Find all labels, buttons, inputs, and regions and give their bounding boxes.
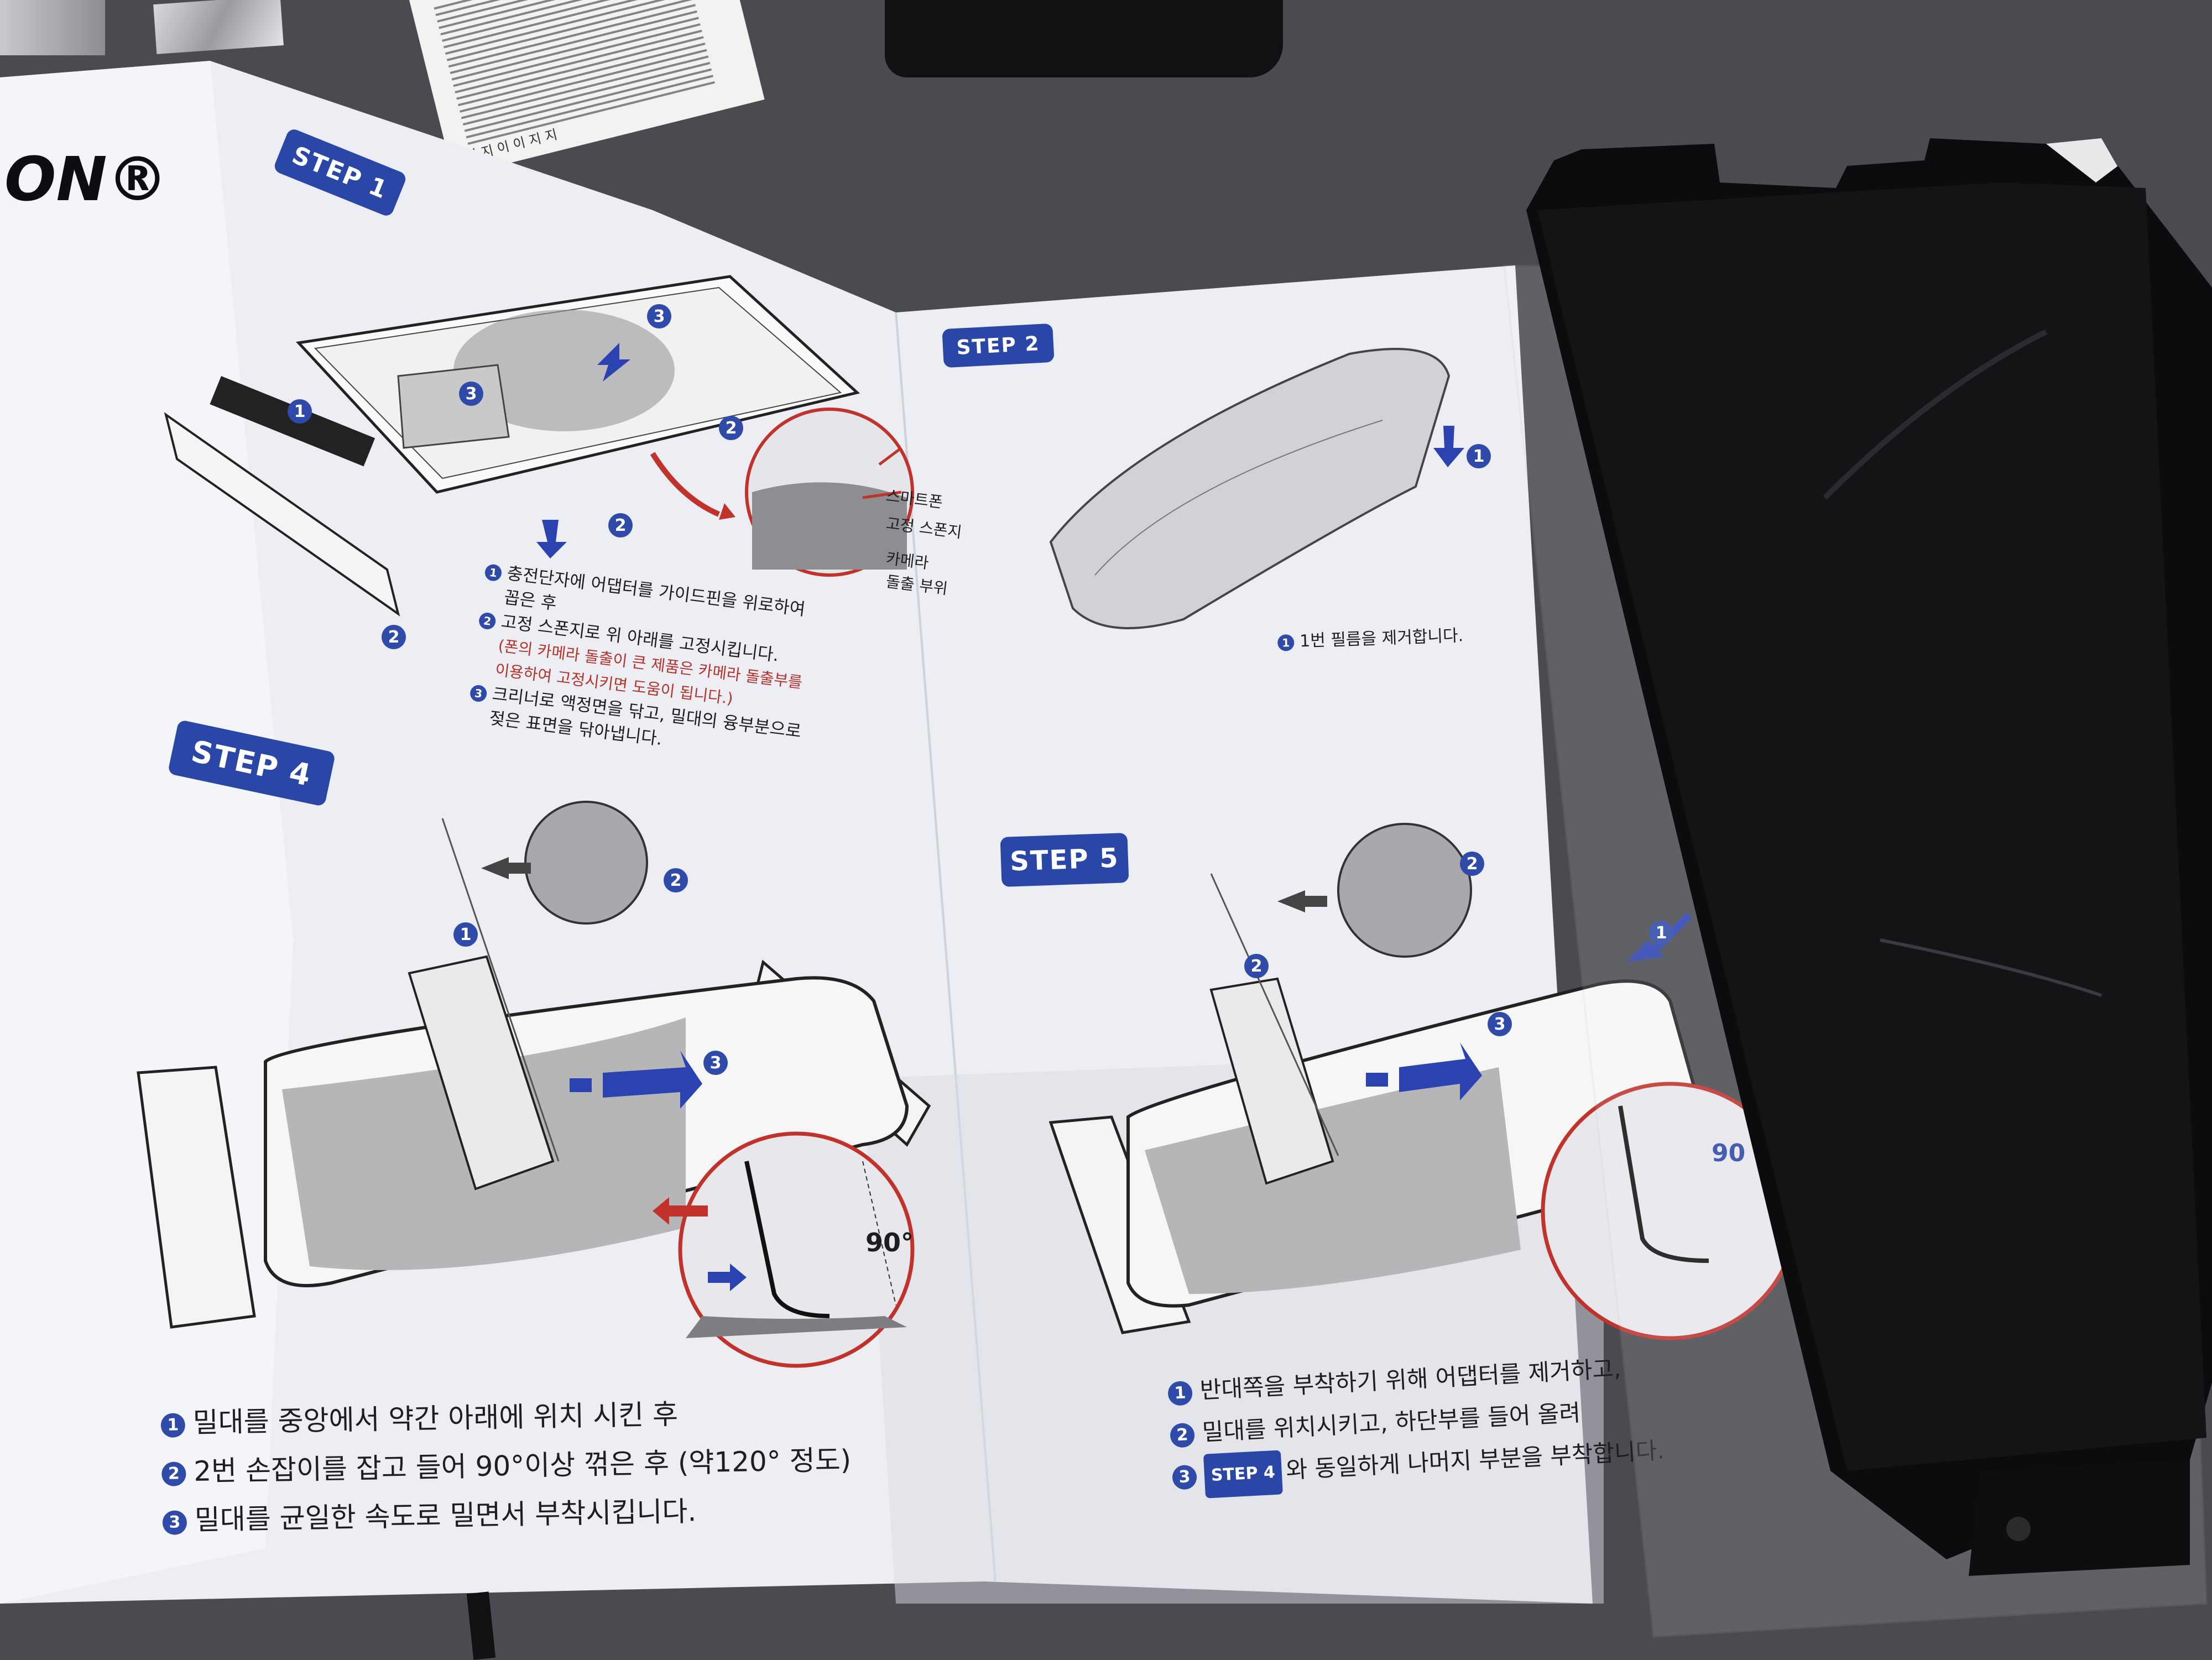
step5-num-3: 3 — [1488, 1012, 1520, 1036]
step1-num-3a: 3 — [459, 382, 491, 406]
step4-num-2: 2 — [664, 868, 696, 892]
step1-num-3b: 3 — [647, 304, 679, 328]
step4-num-1: 1 — [453, 922, 486, 947]
cable-top-left — [0, 0, 105, 55]
brand-fragment: ON® — [4, 144, 168, 215]
step4-angle: 90° — [865, 1228, 914, 1257]
black-pouch-top — [885, 0, 1283, 77]
step5-num-2b: 2 — [1244, 954, 1276, 978]
step5-num-1: 1 — [1649, 921, 1681, 945]
step5-illustration — [1048, 823, 1799, 1340]
step1-num-2a: 2 — [382, 625, 414, 649]
step2-num-1: 1 — [1467, 444, 1499, 468]
step2-illustration — [1049, 348, 1464, 629]
step1-num-1: 1 — [288, 399, 320, 424]
step1-num-2c: 2 — [608, 513, 640, 537]
step4-illustration — [137, 801, 931, 1368]
step5-angle: 90 — [1712, 1139, 1746, 1167]
step1-num-2b: 2 — [719, 416, 751, 440]
step5-num-2a: 2 — [1460, 852, 1492, 876]
step4-num-3: 3 — [703, 1051, 735, 1075]
